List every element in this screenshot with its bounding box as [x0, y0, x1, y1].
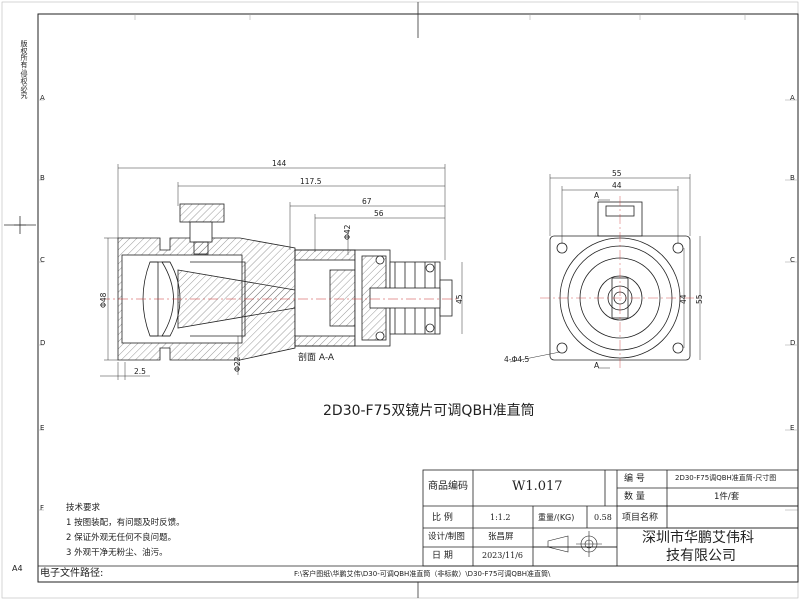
company-line1: 深圳市华鹏艾伟科	[642, 530, 754, 546]
zone-letter: B	[790, 174, 795, 182]
scale-label: 比 例	[432, 513, 453, 523]
dim-2-5: 2.5	[134, 367, 146, 376]
zone-letter: A	[790, 94, 795, 102]
qty-label: 数 量	[624, 492, 645, 502]
zone-letter: B	[40, 174, 45, 182]
tech-req-item: 2 保证外观无任何不良问题。	[66, 533, 177, 543]
dim-phi42: Φ42	[343, 224, 352, 240]
dim-55-side: 55	[695, 294, 704, 304]
projection-symbol	[547, 531, 602, 557]
weight-value: 0.58	[594, 513, 612, 522]
drawing-title: 2D30-F75双镜片可调QBH准直筒	[323, 403, 535, 419]
number-value: 2D30-F75调QBH准直筒-尺寸图	[675, 474, 777, 482]
designer: 张昌屏	[488, 532, 514, 542]
number-label: 编 号	[624, 474, 645, 484]
dim-44-top: 44	[612, 181, 622, 190]
section-label: 剖面 A-A	[298, 353, 335, 363]
dim-117-5: 117.5	[300, 177, 322, 186]
qty-value: 1件/套	[714, 492, 740, 502]
zone-letter: F	[40, 504, 45, 512]
tech-req-heading: 技术要求	[66, 503, 101, 513]
dim-44-side: 44	[679, 294, 688, 304]
date-value: 2023/11/6	[482, 551, 524, 560]
file-path: F:\客户图纸\华鹏艾伟\D30-可调QBH准直筒（非标款）\D30-F75可调…	[294, 570, 551, 578]
dim-67: 67	[362, 197, 372, 206]
project-label: 项目名称	[622, 513, 659, 523]
weight-label: 重量/(KG)	[538, 513, 575, 522]
dim-holes: 4-Φ4.5	[504, 355, 530, 364]
dim-144: 144	[272, 159, 287, 168]
zone-letter: C	[40, 256, 45, 264]
zone-letter: E	[40, 424, 45, 432]
dim-56: 56	[374, 209, 384, 218]
dim-phi22: Φ22	[233, 356, 242, 372]
tech-req-item: 3 外观干净无粉尘、油污。	[66, 548, 168, 558]
zone-letter: D	[790, 339, 796, 347]
copyright-note: 版权所有:侵权必究	[20, 40, 28, 99]
paper-size: A4	[12, 564, 23, 573]
design-label: 设计/制图	[428, 532, 465, 542]
title-block	[422, 469, 799, 567]
zone-letter: A	[40, 94, 45, 102]
date-label: 日 期	[432, 551, 453, 561]
section-marker-bottom: A	[594, 361, 600, 370]
section-view	[117, 203, 453, 361]
part-code-label: 商品编码	[428, 481, 468, 492]
zone-letter: C	[790, 256, 795, 264]
scale-value: 1:1.2	[490, 513, 511, 522]
file-path-label: 电子文件路径:	[40, 568, 104, 579]
part-code: W1.017	[512, 479, 563, 494]
tech-req-item: 1 按图装配，有问题及时反馈。	[66, 518, 185, 528]
zone-letter: E	[790, 424, 795, 432]
zone-letter: D	[40, 339, 46, 347]
dim-55-top: 55	[612, 169, 622, 178]
company-line2: 技有限公司	[666, 548, 736, 564]
dim-45: 45	[455, 294, 464, 304]
dim-phi48: Φ48	[99, 292, 108, 308]
section-marker-top: A	[594, 191, 600, 200]
